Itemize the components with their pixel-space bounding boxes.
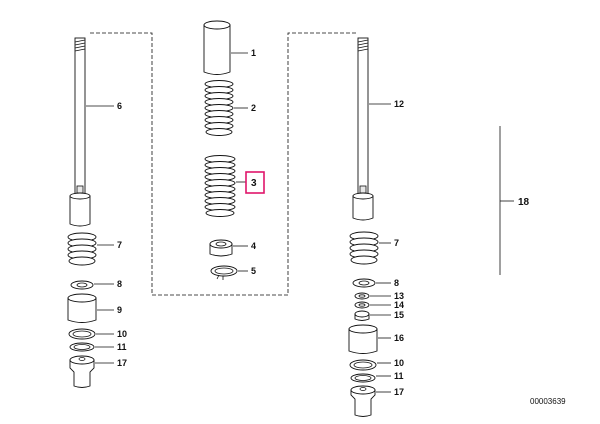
part-11-circlip-right[interactable] [350, 373, 376, 383]
part-8-washer-left[interactable] [70, 280, 94, 290]
center-part-group [203, 20, 238, 280]
label-3-highlighted[interactable]: 3 [251, 178, 257, 189]
assembly-bracket [499, 126, 514, 275]
label-11-left: 11 [117, 342, 127, 352]
part-11-circlip-left[interactable] [69, 342, 95, 352]
label-17-left: 17 [117, 358, 127, 368]
part-13-ring[interactable] [354, 292, 370, 300]
label-5: 5 [251, 266, 256, 276]
part-17-guide-right[interactable] [350, 385, 376, 417]
part-7-spring-left[interactable] [67, 232, 97, 266]
highlight-box[interactable] [245, 171, 265, 194]
label-10-right: 10 [394, 358, 404, 368]
label-9: 9 [117, 305, 122, 315]
part-12-rod[interactable] [352, 37, 374, 221]
label-4: 4 [251, 241, 256, 251]
label-2: 2 [251, 103, 256, 113]
label-14: 14 [394, 300, 404, 310]
label-15: 15 [394, 310, 404, 320]
center-leaders [231, 52, 248, 272]
part-7-spring-right[interactable] [349, 231, 379, 265]
label-16: 16 [394, 333, 404, 343]
label-8-right: 8 [394, 278, 399, 288]
part-10-ring-left[interactable] [68, 328, 96, 340]
part-9-bushing[interactable] [67, 293, 97, 323]
label-8-left: 8 [117, 279, 122, 289]
catalog-number: 00003639 [530, 397, 566, 406]
label-7-right: 7 [394, 238, 399, 248]
label-13: 13 [394, 291, 404, 301]
part-1-cap[interactable] [203, 20, 231, 75]
part-14-washer[interactable] [354, 301, 370, 309]
part-10-ring-right[interactable] [349, 359, 377, 371]
label-1: 1 [251, 48, 256, 58]
label-17-right: 17 [394, 387, 404, 397]
part-3-spring[interactable] [204, 155, 236, 217]
part-17-guide-left[interactable] [69, 355, 95, 388]
part-2-spring[interactable] [204, 80, 234, 136]
left-part-group [67, 37, 97, 388]
part-15-nut[interactable] [354, 310, 370, 321]
label-12: 12 [394, 99, 404, 109]
part-16-bushing[interactable] [348, 324, 378, 354]
label-10-left: 10 [117, 329, 127, 339]
label-18: 18 [518, 197, 530, 208]
right-part-group [348, 37, 379, 417]
label-11-right: 11 [394, 371, 404, 381]
part-6-rod[interactable] [69, 37, 91, 227]
label-6: 6 [117, 101, 122, 111]
dashed-frame [90, 32, 358, 296]
part-5-clip[interactable] [210, 265, 238, 280]
part-4-retainer[interactable] [209, 239, 233, 257]
part-8-washer-right[interactable] [352, 278, 376, 288]
left-leaders [86, 105, 114, 364]
right-leaders [369, 103, 391, 393]
label-7-left: 7 [117, 240, 122, 250]
